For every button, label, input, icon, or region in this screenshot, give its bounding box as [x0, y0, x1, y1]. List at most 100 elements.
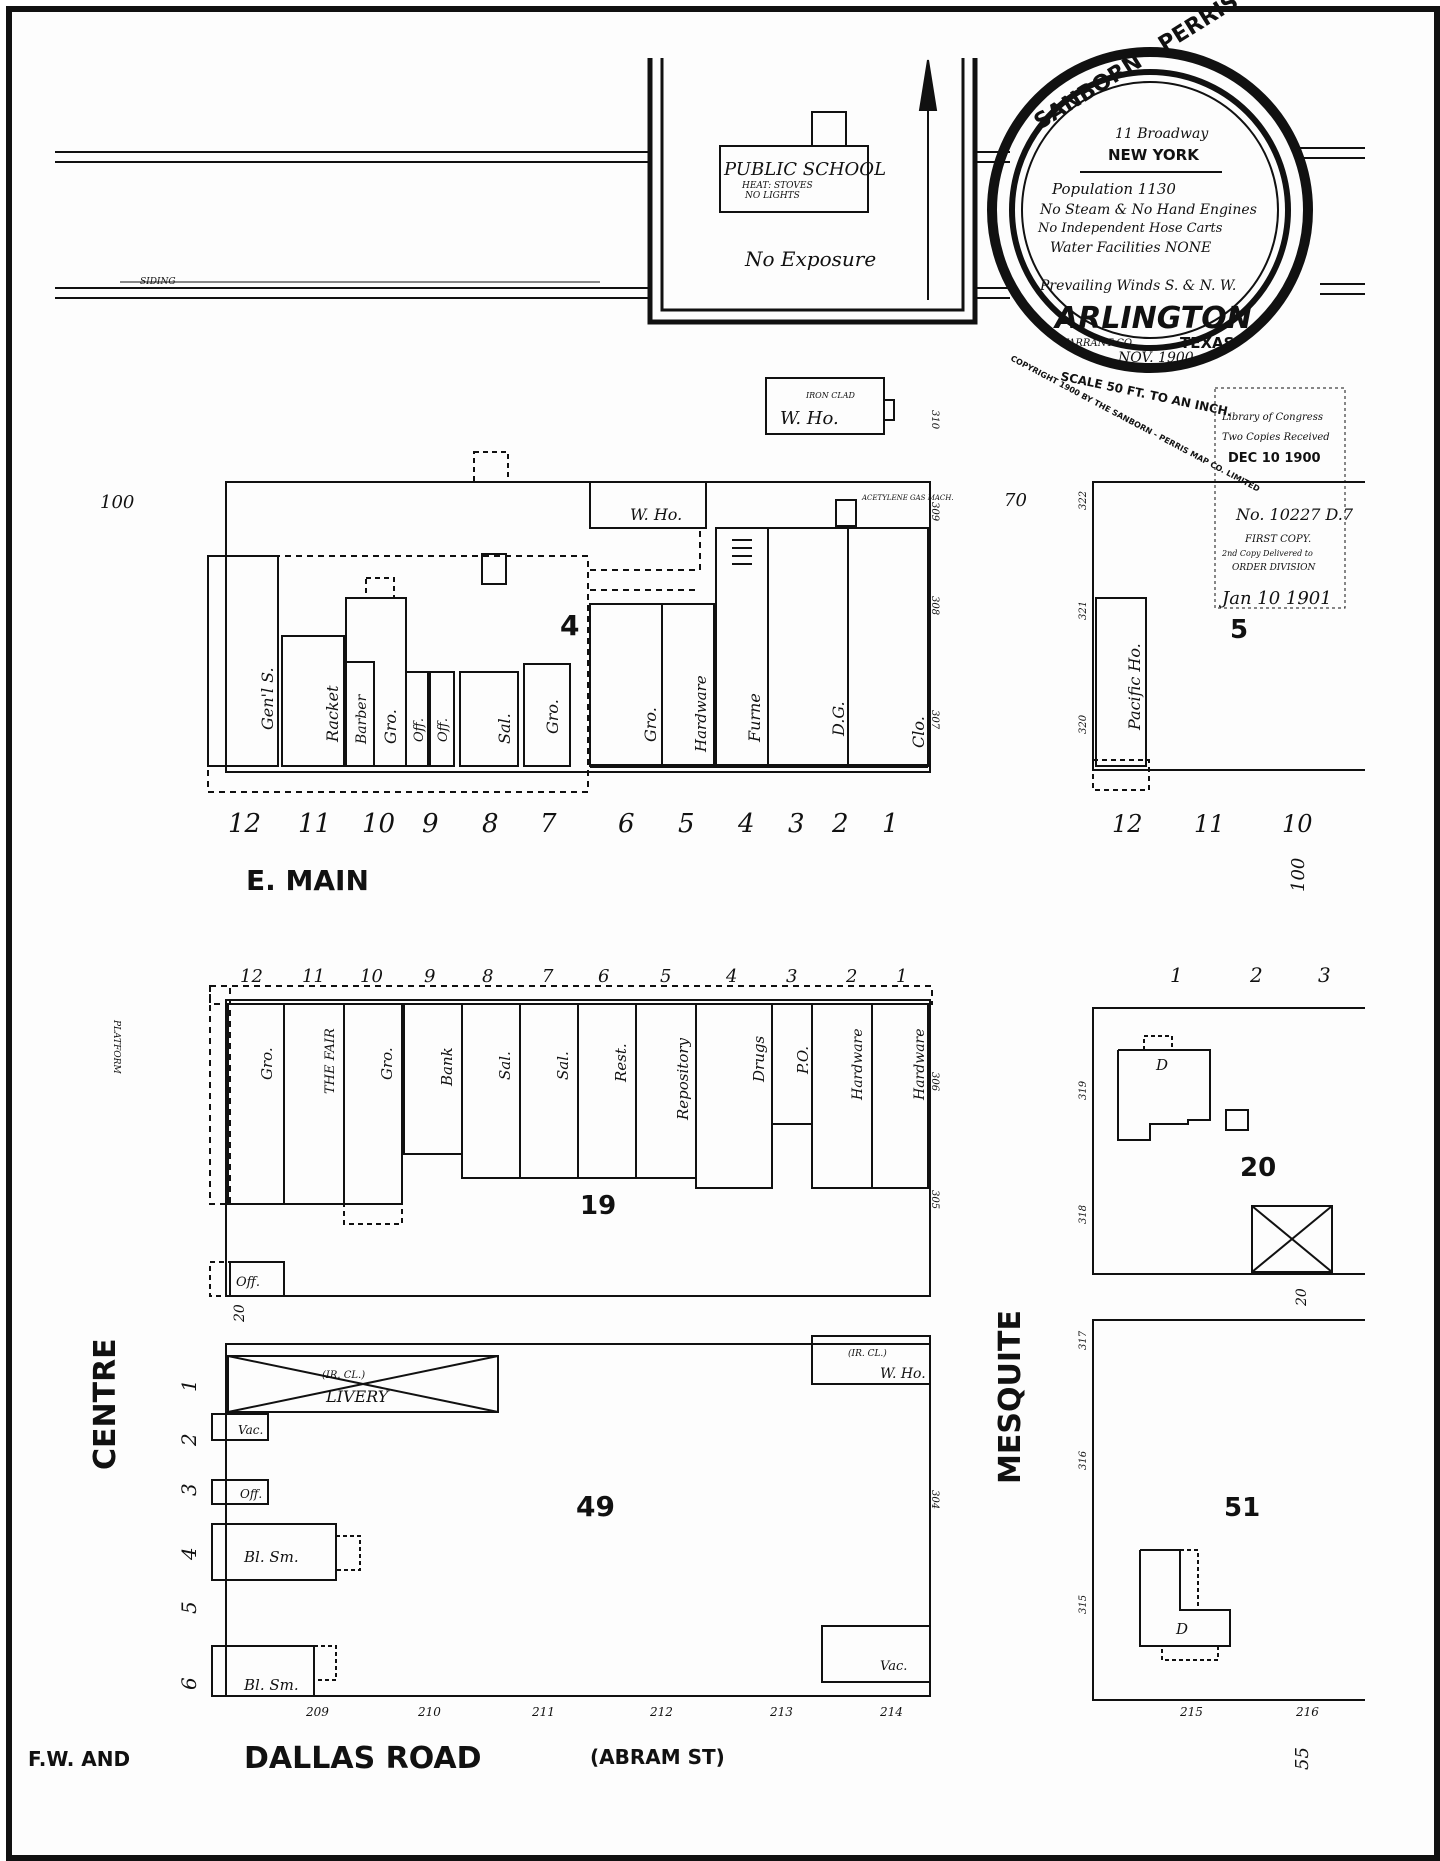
- seal-population: Population 1130: [1051, 180, 1176, 198]
- stamp-line6: 2nd Copy Delivered to: [1221, 549, 1313, 558]
- b4-acetylene: ACETYLENE GAS MACH.: [861, 494, 954, 502]
- b49-iron-clad: (IR. CL.): [322, 1370, 365, 1381]
- seal-date: NOV. 1900: [1117, 350, 1194, 366]
- sanborn-seal: [987, 47, 1313, 373]
- b19-repository: Repository: [674, 1037, 692, 1121]
- addr-319: 319: [1078, 1080, 1089, 1100]
- street-e-main: E. MAIN: [246, 864, 369, 897]
- b49-bl-sm1: Bl. Sm.: [243, 1548, 299, 1566]
- b51-dwelling: D: [1175, 1620, 1188, 1638]
- b49-side-4: 4: [177, 1547, 201, 1561]
- block-49-side-numbers: 1 2 3 4 5 6: [177, 1379, 201, 1690]
- block-49: [211, 1335, 931, 1697]
- b49-side-3: 3: [177, 1483, 201, 1496]
- b4-w-ho1: W. Ho.: [630, 505, 682, 524]
- b20-dwelling: D: [1155, 1056, 1168, 1074]
- block-19-number: 19: [580, 1191, 616, 1221]
- street-abram: (ABRAM ST): [590, 1745, 725, 1769]
- stamp-line8: Jan 10 1901: [1218, 588, 1332, 609]
- b4-off1: Off.: [412, 718, 427, 742]
- addr-307: 307: [929, 710, 940, 730]
- b19-drugs: Drugs: [750, 1036, 768, 1083]
- corner-70: 70: [1004, 490, 1027, 511]
- seal-copyright: COPYRIGHT 1900 BY THE SANBORN - PERRIS M…: [1009, 354, 1261, 494]
- block-51: [1092, 1319, 1365, 1701]
- street-dallas-road: DALLAS ROAD: [244, 1741, 482, 1776]
- stamp-line4: No. 10227 D.7: [1235, 505, 1354, 524]
- b5-lot-12: 12: [1112, 810, 1143, 838]
- b49-vac1: Vac.: [238, 1423, 263, 1437]
- addr-214: 214: [879, 1705, 903, 1719]
- b4-lot-2: 2: [831, 809, 849, 839]
- seal-engines: No Steam & No Hand Engines: [1039, 202, 1257, 218]
- seal-city: NEW YORK: [1108, 146, 1200, 164]
- b4-w-ho2: W. Ho.: [780, 408, 839, 429]
- b49-livery: LIVERY: [325, 1387, 390, 1406]
- stamp-line7: ORDER DIVISION: [1232, 563, 1317, 573]
- b49-side-6: 6: [177, 1677, 201, 1690]
- seal-town: ARLINGTON: [1053, 301, 1252, 336]
- addr-318: 318: [1078, 1205, 1089, 1224]
- seal-water: Water Facilities NONE: [1050, 240, 1211, 256]
- b19-hardware1: Hardware: [850, 1028, 866, 1101]
- school-heat: HEAT: STOVES: [741, 181, 813, 191]
- addr-211: 211: [531, 1705, 555, 1719]
- block-51-number: 51: [1224, 1493, 1260, 1523]
- addr-209: 209: [305, 1705, 329, 1719]
- b19-lot-6: 6: [598, 966, 609, 987]
- block-20: [1092, 1007, 1365, 1275]
- b49-iron-clad2: (IR. CL.): [848, 1348, 887, 1359]
- b4-sal: Sal.: [495, 713, 514, 744]
- block-19: [209, 985, 933, 1297]
- school-lot: [647, 58, 978, 325]
- b49-side-2: 2: [177, 1433, 201, 1447]
- b49-vac2: Vac.: [880, 1659, 907, 1674]
- b4-lot-8: 8: [482, 809, 499, 839]
- addr-216: 216: [1295, 1705, 1319, 1719]
- b4-lot-12: 12: [228, 809, 261, 839]
- b4-iron-clad: IRON CLAD: [805, 391, 855, 400]
- seal-hose: No Independent Hose Carts: [1037, 221, 1223, 236]
- b20-lot-2: 2: [1249, 963, 1263, 987]
- b19-lot-4: 4: [725, 966, 737, 987]
- block-4-number: 4: [560, 609, 579, 642]
- b4-barber: Barber: [354, 693, 370, 745]
- street-mesquite: MESQUITE: [993, 1310, 1028, 1484]
- addr-309: 309: [929, 502, 940, 522]
- addr-306: 306: [929, 1072, 940, 1092]
- b4-lot-1: 1: [882, 809, 899, 839]
- b5-lot-11: 11: [1194, 810, 1225, 838]
- b19-off: Off.: [236, 1275, 260, 1290]
- school-name: PUBLIC SCHOOL: [723, 159, 886, 180]
- block-5-lot-numbers: 12 11 10: [1112, 810, 1313, 838]
- b19-lot-7: 7: [542, 966, 554, 987]
- b20-lot-3: 3: [1318, 963, 1331, 987]
- b19-lot-5: 5: [660, 966, 671, 987]
- b49-bl-sm2: Bl. Sm.: [243, 1676, 299, 1694]
- school-exposure: No Exposure: [744, 247, 876, 271]
- b4-off2: Off.: [436, 718, 451, 742]
- b49-side-1: 1: [177, 1379, 201, 1392]
- railroad-tracks: [55, 147, 1365, 299]
- block-5-number: 5: [1230, 615, 1248, 645]
- b4-clo: Clo.: [909, 716, 928, 748]
- b49-side-5: 5: [177, 1601, 201, 1614]
- b5-lot-10: 10: [1282, 810, 1313, 838]
- b19-lot-9: 9: [424, 966, 435, 987]
- b19-sal1: Sal.: [496, 1051, 514, 1080]
- b4-lot-10: 10: [362, 809, 395, 839]
- addr-310: 310: [929, 410, 940, 430]
- b20-lot-1: 1: [1170, 963, 1183, 987]
- corner-100b: 100: [1288, 858, 1309, 892]
- block-20-lot-numbers: 1 2 3: [1170, 963, 1331, 987]
- b4-lot-3: 3: [788, 809, 805, 839]
- b19-lot-12: 12: [240, 966, 263, 987]
- b4-lot-11: 11: [298, 809, 331, 839]
- addr-308: 308: [929, 596, 940, 615]
- addr-212: 212: [649, 1705, 673, 1719]
- addr-213: 213: [769, 1705, 793, 1719]
- block-4: [207, 377, 931, 793]
- b4-furne: Furne: [745, 693, 764, 743]
